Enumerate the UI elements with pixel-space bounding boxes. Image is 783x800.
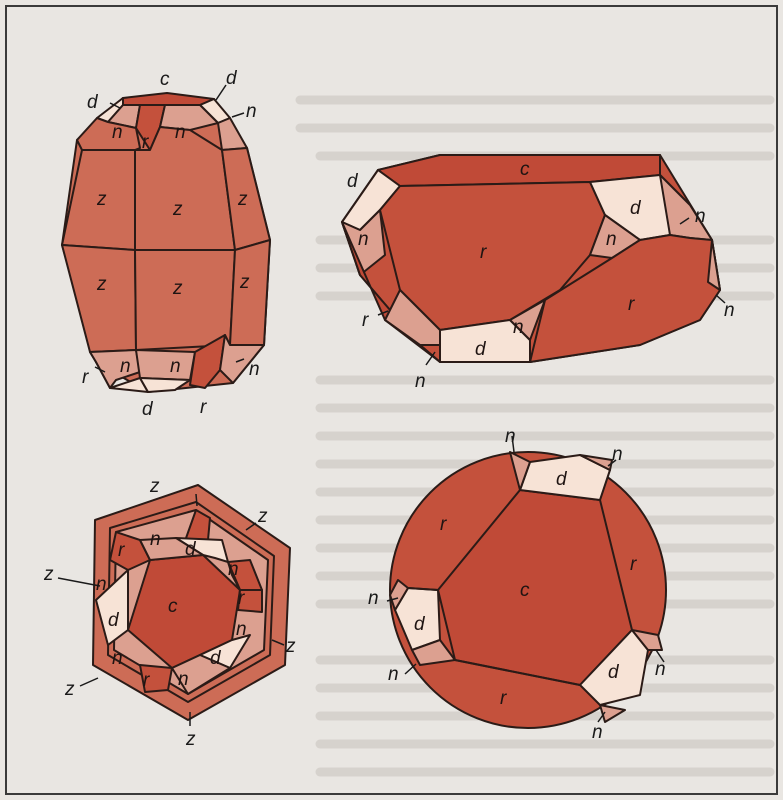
- label-d: d: [185, 539, 197, 560]
- label-z: z: [172, 199, 183, 220]
- label-n: n: [513, 317, 524, 338]
- label-d: d: [108, 610, 120, 631]
- label-r: r: [362, 310, 369, 331]
- prismatic-face-z-6: [135, 250, 235, 350]
- label-r: r: [142, 132, 149, 153]
- label-r: r: [143, 670, 150, 691]
- label-n: n: [415, 371, 426, 392]
- label-c: c: [160, 69, 170, 90]
- label-r: r: [630, 554, 637, 575]
- label-n: n: [236, 619, 247, 640]
- label-n: n: [358, 229, 369, 250]
- label-d: d: [142, 399, 154, 420]
- label-r: r: [480, 242, 487, 263]
- label-n: n: [695, 206, 706, 227]
- label-z: z: [239, 272, 250, 293]
- label-r: r: [200, 397, 207, 418]
- label-d: d: [414, 614, 426, 635]
- label-n: n: [112, 122, 123, 143]
- label-n: n: [246, 101, 257, 122]
- label-d: d: [347, 171, 359, 192]
- label-r: r: [440, 514, 447, 535]
- label-z: z: [96, 274, 107, 295]
- label-n: n: [249, 359, 260, 380]
- label-n: n: [112, 648, 123, 669]
- label-z: z: [96, 189, 107, 210]
- label-r: r: [500, 688, 507, 709]
- label-n: n: [724, 300, 735, 321]
- label-n: n: [612, 444, 623, 465]
- prismatic-face-z-7: [230, 240, 270, 345]
- label-d: d: [608, 662, 620, 683]
- label-r: r: [238, 588, 245, 609]
- label-n: n: [150, 529, 161, 550]
- label-n: n: [368, 588, 379, 609]
- crystal-tabular: [342, 155, 720, 362]
- label-n: n: [655, 659, 666, 680]
- label-n: n: [178, 669, 189, 690]
- label-z: z: [285, 636, 296, 657]
- label-n: n: [505, 426, 516, 447]
- label-n: n: [388, 664, 399, 685]
- label-z: z: [149, 476, 160, 497]
- label-n: n: [96, 574, 107, 595]
- label-r: r: [628, 294, 635, 315]
- label-d: d: [87, 92, 99, 113]
- label-z: z: [185, 729, 196, 750]
- label-n: n: [120, 356, 131, 377]
- label-z: z: [43, 564, 54, 585]
- crystal-prismatic: [62, 93, 270, 392]
- label-z: z: [172, 278, 183, 299]
- label-n: n: [592, 722, 603, 743]
- label-c: c: [520, 159, 530, 180]
- label-n: n: [175, 122, 186, 143]
- label-r: r: [118, 540, 125, 561]
- label-c: c: [520, 580, 530, 601]
- prismatic-face-n-bottom-2: [136, 350, 195, 380]
- label-c: c: [168, 596, 178, 617]
- label-d: d: [556, 469, 568, 490]
- label-z: z: [237, 189, 248, 210]
- label-r: r: [82, 367, 89, 388]
- label-z: z: [64, 679, 75, 700]
- label-n: n: [606, 229, 617, 250]
- label-d: d: [226, 68, 238, 89]
- label-d: d: [475, 339, 487, 360]
- label-d: d: [630, 198, 642, 219]
- label-n: n: [228, 559, 239, 580]
- label-d: d: [210, 648, 222, 669]
- label-n: n: [170, 356, 181, 377]
- label-z: z: [257, 506, 268, 527]
